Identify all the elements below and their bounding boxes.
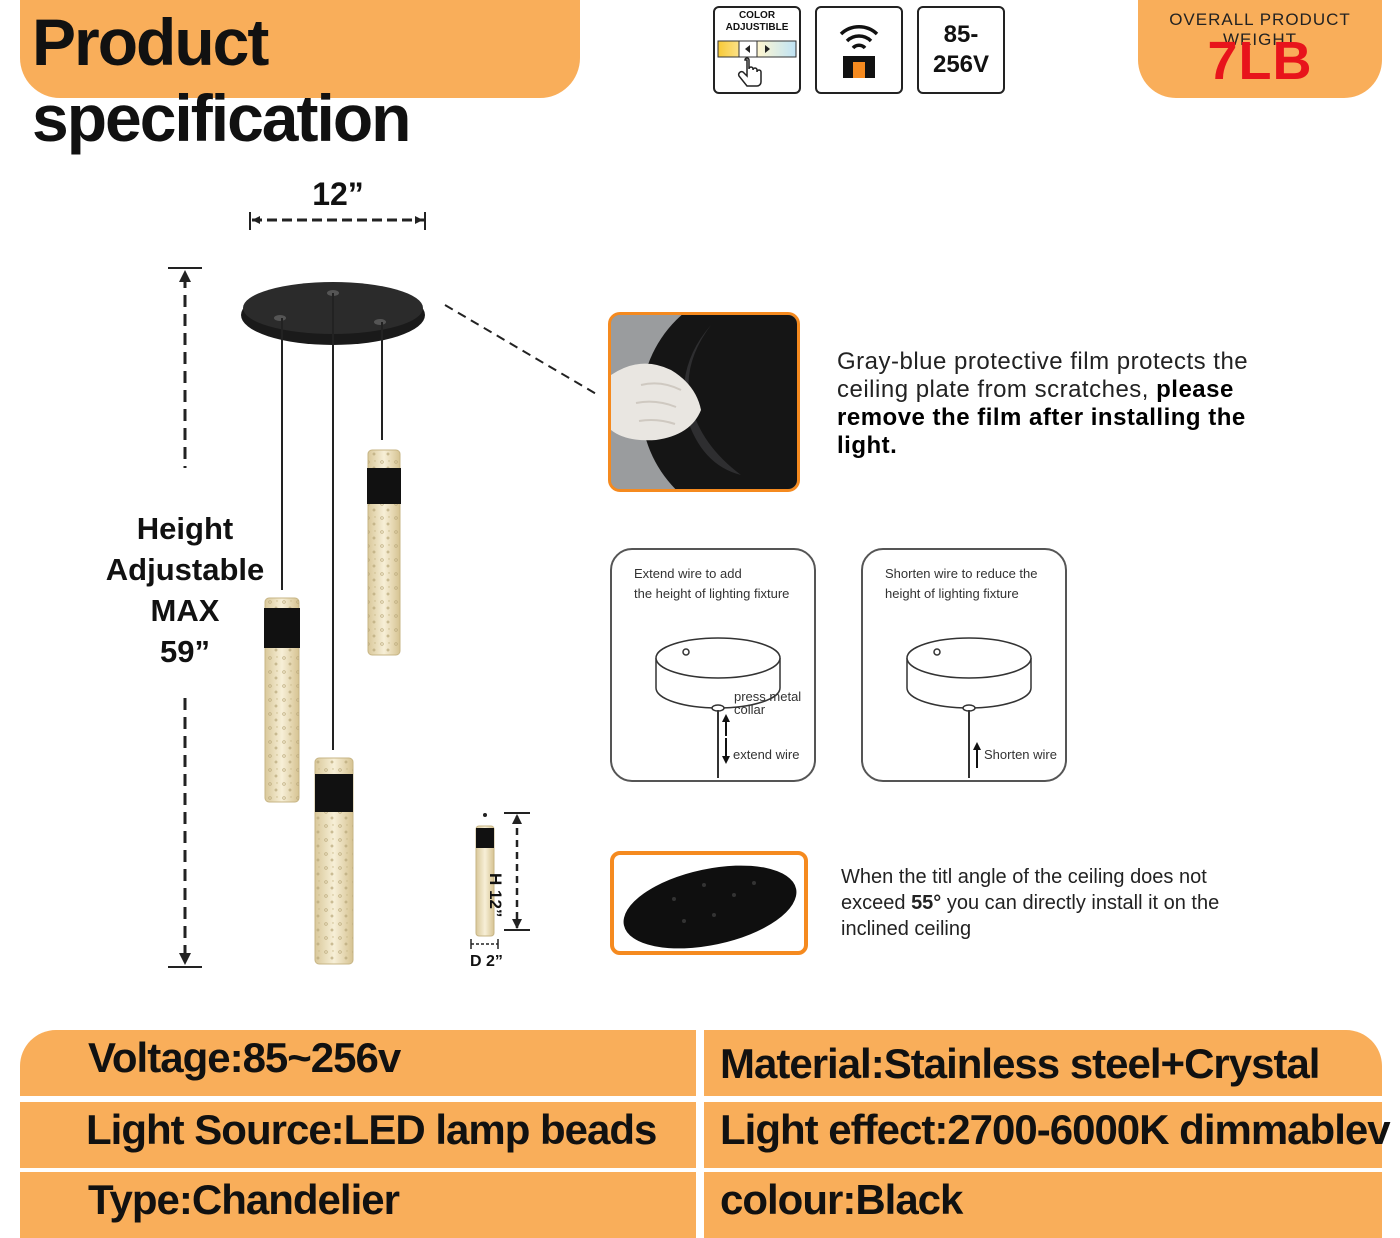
- tilted-canopy-photo: [610, 851, 808, 955]
- color-adjustable-badge: COLOR ADJUSTIBLE: [713, 6, 801, 94]
- page-title: Product specification: [32, 5, 411, 155]
- weight-banner: OVERALL PRODUCT WEIGHT 7LB: [1138, 0, 1382, 98]
- color-slider-touch-icon: [717, 40, 797, 87]
- weight-label: OVERALL PRODUCT WEIGHT: [1169, 10, 1351, 49]
- color-adjustable-label-2: ADJUSTIBLE: [725, 22, 789, 33]
- extend-caption-2: the height of lighting fixture: [634, 586, 790, 601]
- spec-type: Type:Chandelier: [20, 1172, 696, 1238]
- remote-control-icon: [839, 25, 879, 78]
- film-removal-photo: [608, 312, 800, 492]
- tilt-note: When the titl angle of the ceiling does …: [841, 866, 1220, 940]
- color-adjustable-label-1: COLOR: [738, 10, 776, 21]
- film-note-warning: please remove the film after installing …: [837, 376, 1246, 459]
- width-dimension: 12”: [312, 176, 364, 212]
- press-collar-label: press metal collar: [734, 689, 802, 717]
- extend-wire-label: extend wire: [733, 747, 800, 762]
- extend-wire-diagram: Extend wire to add the height of lightin…: [610, 548, 816, 782]
- tube-height-dimension: H 12”: [486, 873, 505, 918]
- shorten-wire-canopy-icon: [906, 637, 1032, 778]
- voltage-line-1: 85-: [943, 21, 979, 48]
- extend-caption-1: Extend wire to add: [634, 566, 742, 581]
- shorten-caption-1: Shorten wire to reduce the: [885, 566, 1038, 581]
- title-banner: Product specification: [20, 0, 580, 155]
- spec-light-effect: Light effect:2700-6000K dimmablev: [704, 1102, 1391, 1168]
- extend-wire-canopy-icon: [655, 637, 781, 778]
- shorten-caption-2: height of lighting fixture: [885, 586, 1019, 601]
- height-dimension: Height Adjustable MAX 59”: [105, 511, 265, 669]
- spec-light-source: Light Source:LED lamp beads: [20, 1102, 696, 1168]
- shorten-wire-label: Shorten wire: [984, 747, 1057, 762]
- spec-material: Material:Stainless steel+Crystal: [704, 1030, 1382, 1096]
- weight-value: 7LB: [1207, 31, 1313, 91]
- oval-canopy-plate-icon: [623, 865, 797, 949]
- tilt-angle: 55°: [911, 892, 942, 914]
- spec-voltage: Voltage:85~256v: [20, 1030, 696, 1096]
- protective-film-illustration: [611, 315, 797, 489]
- tube-diameter-dimension: D 2”: [470, 953, 503, 970]
- film-note-text: Gray-blue protective film protects the c…: [837, 348, 1249, 403]
- film-note: Gray-blue protective film protects the c…: [837, 348, 1257, 460]
- voltage-badge: 85- 256V: [917, 6, 1005, 94]
- spec-colour: colour:Black: [704, 1172, 1382, 1238]
- voltage-line-2: 256V: [932, 51, 990, 78]
- chandelier-illustration: [168, 212, 599, 968]
- remote-control-badge: [815, 6, 903, 94]
- shorten-wire-diagram: Shorten wire to reduce the height of lig…: [861, 548, 1067, 782]
